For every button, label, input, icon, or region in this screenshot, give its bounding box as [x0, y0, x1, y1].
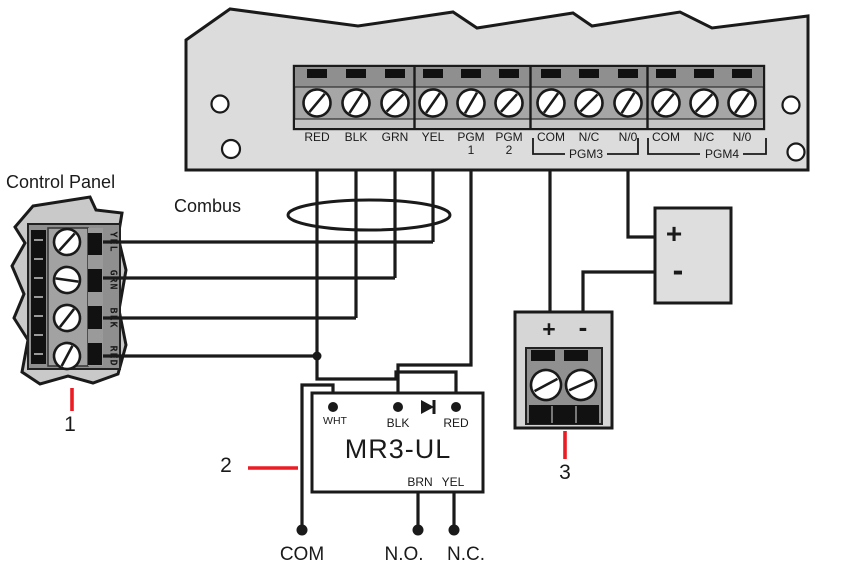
combus-ellipse — [286, 198, 452, 232]
contact-dots — [296, 351, 460, 536]
mounting-hole — [781, 95, 801, 115]
contact-no-label: N.O. — [384, 544, 424, 565]
relay-yel-label: YEL — [441, 475, 465, 489]
panel-wire-label-blk: BLK — [107, 307, 119, 329]
panel-wire-label-grn: GRN — [107, 269, 119, 291]
terminal-label-blk: BLK — [344, 130, 368, 144]
pgm3-group-label: PGM3 — [568, 147, 604, 161]
terminal-label-yel: YEL — [421, 130, 445, 144]
panel-screws — [52, 227, 82, 371]
control-panel-body — [10, 195, 128, 386]
pgm-group-brackets — [532, 138, 767, 155]
contact-com-label: COM — [279, 544, 325, 565]
terminal-label-grn: GRN — [381, 130, 409, 144]
terminal-label-no4: N/0 — [732, 130, 752, 144]
callout-2: 2 — [220, 454, 232, 477]
combus-label: Combus — [174, 196, 242, 216]
mounting-hole — [786, 142, 806, 162]
contact-nc-label: N.C. — [447, 544, 485, 565]
mounting-hole — [220, 138, 242, 160]
power-minus-label: - — [672, 252, 684, 288]
terminal-label-red: RED — [304, 130, 330, 144]
relay-wht-label: WHT — [323, 415, 347, 427]
callout-leader-lines — [70, 388, 567, 470]
callout-1: 1 — [64, 413, 76, 436]
terminal-label-nc3: N/C — [578, 130, 600, 144]
terminal-label-com3: COM — [537, 130, 565, 144]
relay-name: MR3-UL — [344, 434, 452, 464]
terminal-strip — [292, 64, 767, 155]
relay-brn-label: BRN — [407, 475, 433, 489]
pgm4-group-label: PGM4 — [704, 147, 740, 161]
terminal-screws — [302, 88, 757, 118]
diode — [421, 400, 436, 414]
power-source-box — [653, 206, 733, 305]
mounting-hole — [210, 94, 230, 114]
connector-minus-label: - — [578, 312, 588, 342]
connector-box — [513, 310, 614, 430]
control-panel-title: Control Panel — [6, 172, 116, 192]
relay-red-label: RED — [443, 416, 469, 430]
power-plus-label: + — [665, 218, 683, 249]
callout-3: 3 — [559, 461, 571, 484]
relay-blk-label: BLK — [386, 416, 410, 430]
terminal-label-com4: COM — [652, 130, 680, 144]
panel-wire-label-red: RED — [107, 345, 119, 367]
wire-slots — [307, 69, 752, 78]
panel-wire-label-yel: YEL — [107, 231, 119, 253]
terminal-label-no3: N/0 — [618, 130, 638, 144]
relay-box — [310, 391, 485, 494]
connector-plus-label: + — [542, 316, 556, 342]
terminal-label-nc4: N/C — [693, 130, 715, 144]
